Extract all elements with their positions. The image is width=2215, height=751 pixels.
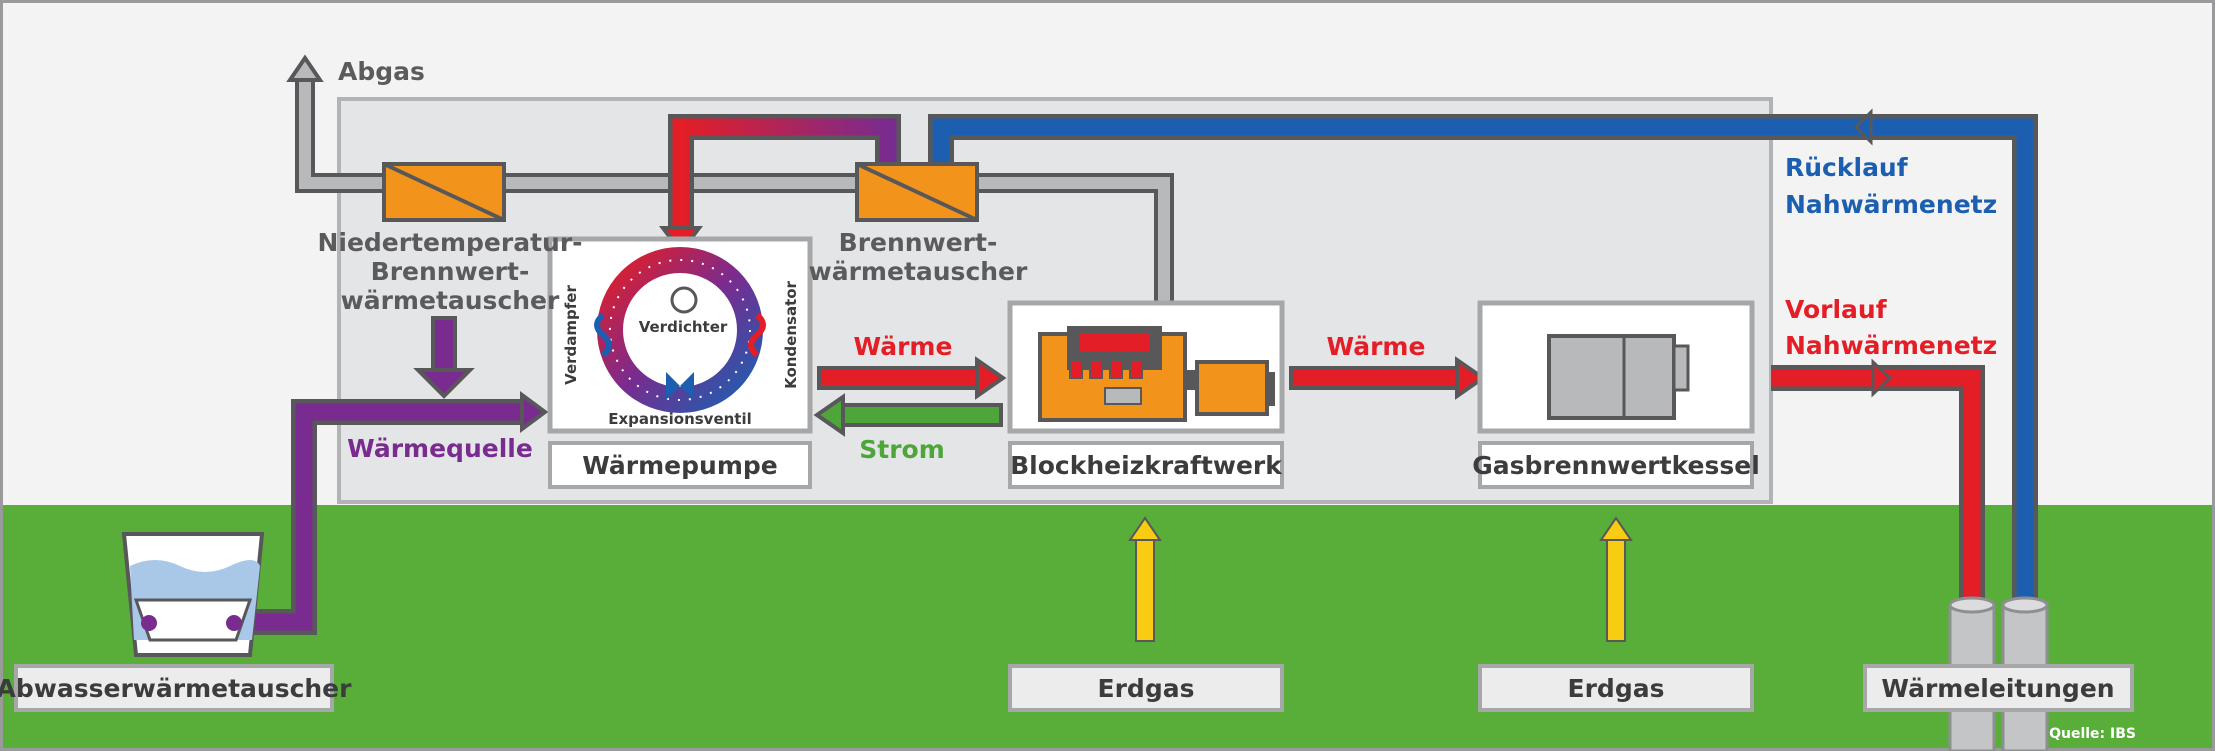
source-arrow [520,391,549,433]
low-temp-heat-exchanger-icon [382,162,506,222]
verdampfer-label: Verdampfer [562,285,580,385]
gas-arrow-2 [1599,516,1633,642]
brennwert-label-1: Brennwert- [839,228,998,257]
erdgas-label-1: Erdgas [1098,674,1195,703]
strom-label: Strom [859,435,945,464]
ruecklauf-label-1: Rücklauf [1785,153,1909,182]
boiler-label-box [1478,441,1754,489]
kondensator-label: Kondensator [782,280,800,388]
erdgas-box-2 [1478,664,1754,712]
compressor-icon [670,286,698,314]
waermequelle-label: Wärmequelle [347,434,533,463]
wastewater-tank-icon [121,532,265,657]
return-flow-arrow [1853,108,1873,146]
source-credit: Quelle: IBS [2049,726,2136,742]
evaporator-coil-icon [594,312,612,358]
waerme-label-1: Wärme [854,332,953,361]
gas-arrow-1 [1128,516,1162,642]
exhaust-pipe [286,54,1174,302]
heat-pump-label-box [548,441,812,489]
kessel-label: Gasbrennwertkessel [1472,451,1760,480]
waerme-label-2: Wärme [1327,332,1426,361]
expansion-valve-icon [666,372,680,400]
erdgas-label-2: Erdgas [1568,674,1665,703]
exchanger-down-arrow [413,316,475,399]
heat-arrow-1 [817,356,1007,400]
engine-generator-icon [1038,326,1275,422]
abgas-label: Abgas [338,57,425,86]
abwasser-box [14,664,334,712]
return-pipe [928,108,2038,600]
heat-pump-cycle-icon [594,247,766,413]
waermeleitungen-label: Wärmeleitungen [1881,674,2114,703]
ruecklauf-label-2: Nahwärmenetz [1785,190,1997,219]
source-pipe [252,391,549,635]
waermeleitungen-box [1863,664,2134,712]
expansionsventil-label: Expansionsventil [608,410,752,428]
condenser-coil-icon [748,312,766,358]
vorlauf-label-2: Nahwärmenetz [1785,331,1997,360]
niedertemp-label-3: wärmetauscher [341,286,560,315]
niedertemp-label-2: Brennwert- [371,257,530,286]
niedertemp-label-1: Niedertemperatur- [317,228,582,257]
power-arrow [813,393,1003,437]
boiler-icon [1547,334,1690,420]
abwasser-label: Abwasserwärmetauscher [0,674,352,703]
chp-label-box [1008,441,1284,489]
ground-area [0,505,2215,751]
supply-flow-arrow [1871,358,1893,398]
brennwert-label-2: wärmetauscher [809,257,1028,286]
vorlauf-label-1: Vorlauf [1785,295,1888,324]
condensing-heat-exchanger-icon [855,162,979,222]
bhkw-label: Blockheizkraftwerk [1010,451,1283,480]
verdichter-label: Verdichter [639,318,728,336]
erdgas-box-1 [1008,664,1284,712]
supply-pipe [1771,358,1985,600]
waermepumpe-label: Wärmepumpe [582,451,777,480]
exhaust-arrow [286,54,324,82]
heat-arrow-2 [1289,356,1487,400]
